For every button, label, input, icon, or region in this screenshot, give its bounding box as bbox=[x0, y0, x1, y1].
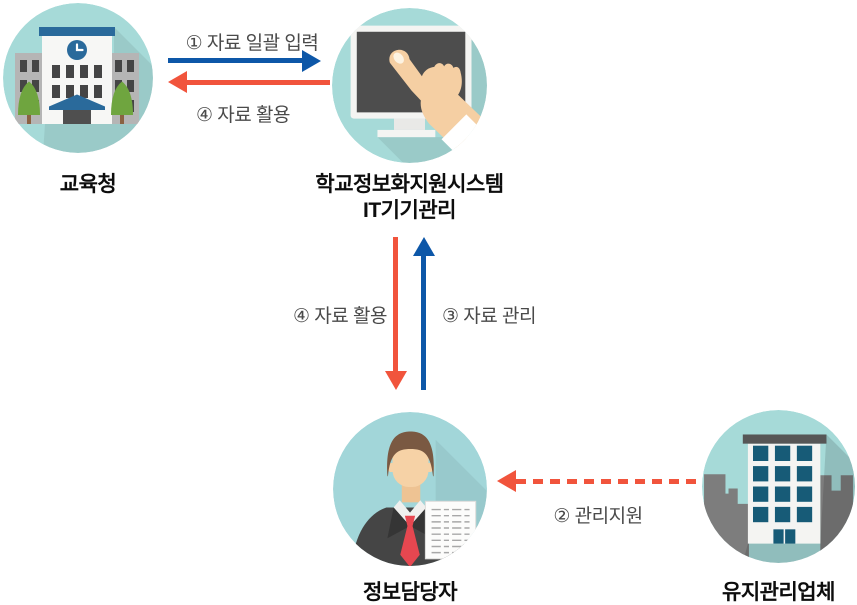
edge-label-mgmt-support: ② 관리지원 bbox=[553, 506, 643, 527]
edge-label-data-use-top: ④ 자료 활용 bbox=[195, 105, 291, 126]
maintenance-vendor-label: 유지관리업체 bbox=[722, 581, 835, 604]
arrow-bulk-input-head bbox=[302, 49, 321, 72]
arrow-data-manage-head bbox=[412, 237, 435, 256]
maintenance-vendor-node bbox=[702, 410, 855, 563]
edge-label-bulk-input: ① 자료 일괄 입력 bbox=[185, 33, 319, 54]
edge-label-data-use-mid: ④ 자료 활용 bbox=[292, 306, 388, 327]
it-system-label-line2: IT기기관리 bbox=[363, 199, 456, 222]
arrow-data-manage-line bbox=[421, 256, 426, 390]
it-system-node bbox=[332, 8, 487, 163]
arrow-mgmt-support-head bbox=[497, 470, 516, 492]
business-person-icon bbox=[333, 412, 487, 566]
it-system-label: 학교정보화지원시스템 IT기기관리 bbox=[308, 172, 511, 224]
arrow-bulk-input-line bbox=[168, 58, 303, 63]
education-office-label: 교육청 bbox=[59, 173, 117, 196]
arrow-data-use-top-line bbox=[187, 79, 330, 85]
education-office-node bbox=[3, 3, 153, 153]
arrow-mgmt-support-line bbox=[516, 478, 700, 484]
city-building-icon bbox=[702, 410, 855, 563]
info-manager-node bbox=[333, 412, 487, 566]
arrow-data-use-mid-line bbox=[393, 237, 398, 371]
it-system-label-line1: 학교정보화지원시스템 bbox=[315, 173, 504, 196]
arrow-data-use-mid-head bbox=[384, 371, 407, 390]
edge-label-data-manage: ③ 자료 관리 bbox=[442, 306, 537, 327]
touch-monitor-icon bbox=[332, 8, 487, 163]
arrow-data-use-top-head bbox=[168, 71, 187, 93]
info-manager-label: 정보담당자 bbox=[362, 581, 458, 604]
school-building-icon bbox=[3, 3, 153, 153]
